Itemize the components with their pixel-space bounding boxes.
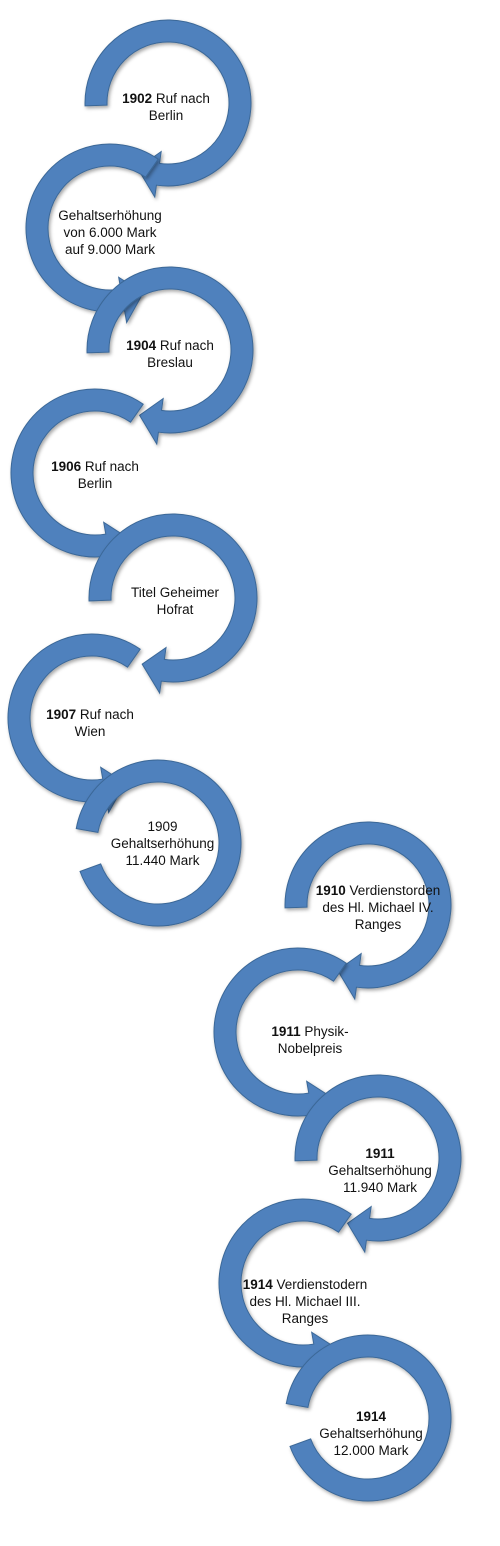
step-label-line: Gehaltserhöhung: [296, 1425, 446, 1442]
step-text: des Hl. Michael III.: [249, 1294, 361, 1309]
step-label-line: Hofrat: [100, 601, 250, 618]
step-text: 1909: [147, 819, 178, 834]
step-year: 1902: [122, 91, 153, 106]
step-label-line: des Hl. Michael III.: [230, 1293, 380, 1310]
step-text: Ruf nach: [76, 707, 134, 722]
step-text: Breslau: [147, 355, 193, 370]
circular-arrow-10: [294, 1074, 462, 1254]
step-label-line: Berlin: [92, 107, 240, 124]
step-text: Ranges: [281, 1311, 329, 1326]
step-text: Wien: [74, 724, 106, 739]
step-text: Nobelpreis: [277, 1041, 343, 1056]
step-label-line: auf 9.000 Mark: [40, 241, 180, 258]
step-text: 11.440 Mark: [125, 853, 200, 868]
circular-arrow-8: [284, 821, 452, 1001]
step-label-line: 1906 Ruf nach: [30, 458, 160, 475]
step-text: Ruf nach: [156, 338, 214, 353]
step-label-line: 1904 Ruf nach: [100, 337, 240, 354]
step-label-line: 11.940 Mark: [305, 1179, 455, 1196]
step-text: 12.000 Mark: [333, 1443, 409, 1458]
step-year: 1914: [242, 1277, 273, 1292]
step-label-line: Titel Geheimer: [100, 584, 250, 601]
circular-arrow-1: [84, 19, 252, 199]
step-label-line: 1902 Ruf nach: [92, 90, 240, 107]
step-label-line: Gehaltserhöhung: [305, 1162, 455, 1179]
step-text: 11.940 Mark: [342, 1180, 418, 1195]
step-year: 1911: [365, 1146, 395, 1161]
step-year: 1910: [315, 883, 346, 898]
step-label-line: des Hl. Michael IV.: [298, 899, 458, 916]
step-label-line: 1909: [90, 818, 235, 835]
step-label-line: Berlin: [30, 475, 160, 492]
step-label-line: 1914 Verdienstodern: [230, 1276, 380, 1293]
step-text: Gehaltserhöhung: [110, 836, 215, 851]
circular-arrow-5: [88, 513, 258, 695]
step-year: 1906: [51, 459, 82, 474]
step-text: Hofrat: [156, 602, 194, 617]
step-year: 1911: [271, 1024, 301, 1039]
circular-arrow-3: [86, 266, 254, 446]
step-label-line: Nobelpreis: [240, 1040, 380, 1057]
step-label-line: 1910 Verdienstorden: [298, 882, 458, 899]
step-text: des Hl. Michael IV.: [322, 900, 434, 915]
step-text: Berlin: [77, 476, 113, 491]
step-text: Physik-: [300, 1024, 349, 1039]
step-label-line: 1911: [305, 1145, 455, 1162]
step-label-line: Gehaltserhöhung: [40, 207, 180, 224]
step-label-line: 11.440 Mark: [90, 852, 235, 869]
step-year: 1914: [355, 1409, 387, 1424]
circular-arrow-2: [25, 143, 159, 325]
step-label-line: 1914: [296, 1408, 446, 1425]
step-text: Ruf nach: [81, 459, 139, 474]
step-text: Berlin: [148, 108, 184, 123]
circular-arrow-7: [75, 759, 242, 927]
step-label-line: 1911 Physik-: [240, 1023, 380, 1040]
step-text: Ranges: [354, 917, 402, 932]
step-label-line: Ranges: [230, 1310, 380, 1327]
step-text: von 6.000 Mark: [63, 225, 157, 240]
step-label-line: von 6.000 Mark: [40, 224, 180, 241]
step-year: 1907: [46, 707, 77, 722]
step-text: Gehaltserhöhung: [58, 208, 162, 223]
step-label-line: 1907 Ruf nach: [25, 706, 155, 723]
step-label-line: Ranges: [298, 916, 458, 933]
circular-arrow-12: [285, 1334, 452, 1502]
step-label-9: 1911 Physik-Nobelpreis: [240, 1023, 380, 1057]
step-label-line: Breslau: [100, 354, 240, 371]
step-label-line: Gehaltserhöhung: [90, 835, 235, 852]
step-text: Gehaltserhöhung: [328, 1163, 432, 1178]
step-text: Gehaltserhöhung: [319, 1426, 423, 1441]
step-text: Titel Geheimer: [130, 585, 220, 600]
step-text: Verdienstorden: [345, 883, 441, 898]
step-label-line: Wien: [25, 723, 155, 740]
step-text: Verdienstodern: [272, 1277, 368, 1292]
step-label-line: 12.000 Mark: [296, 1442, 446, 1459]
step-text: Ruf nach: [152, 91, 210, 106]
step-text: auf 9.000 Mark: [64, 242, 156, 257]
step-label-2: Gehaltserhöhung von 6.000 Mark auf 9.000 M…: [40, 207, 180, 258]
step-year: 1904: [126, 338, 157, 353]
